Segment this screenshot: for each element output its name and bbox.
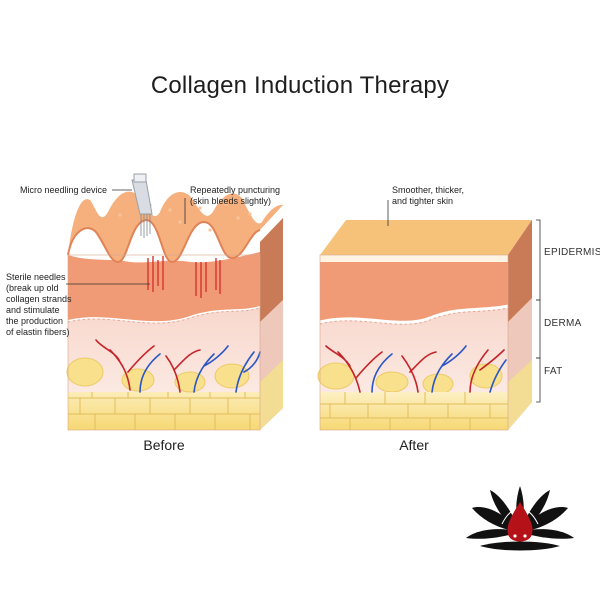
layer-label-derma: DERMA [544,318,582,329]
before-epidermis-surface [68,191,283,262]
layer-label-epidermis: EPIDERMIS [544,247,600,258]
before-epidermis-layer [68,252,260,322]
before-derma-layer [68,306,260,392]
before-skin-block [66,191,283,431]
label-smoother-skin: Smoother, thicker, and tighter skin [392,185,465,206]
after-blood-vessels [325,345,507,393]
after-skin-block [317,220,532,431]
before-blood-vessels [95,339,261,393]
label-sterile-needles: Sterile needles (break up old collagen s… [6,272,72,337]
after-derma-layer [320,306,508,392]
caption-after: After [399,437,429,453]
puncture-marks [147,256,221,298]
after-epidermis-top [320,220,532,255]
layer-label-fat: FAT [544,366,563,377]
micro-needling-pen-icon [131,173,153,238]
leader-lines [66,189,541,403]
diagram-title: Collagen Induction Therapy [150,72,450,99]
label-repeatedly-puncturing: Repeatedly puncturing (skin bleeds sligh… [190,185,281,206]
after-fat-layer [320,392,508,430]
after-epidermis-layer [320,262,508,323]
caption-before: Before [143,437,185,453]
label-micro-needling-device: Micro needling device [20,185,108,195]
lotus-logo-icon [466,486,574,551]
